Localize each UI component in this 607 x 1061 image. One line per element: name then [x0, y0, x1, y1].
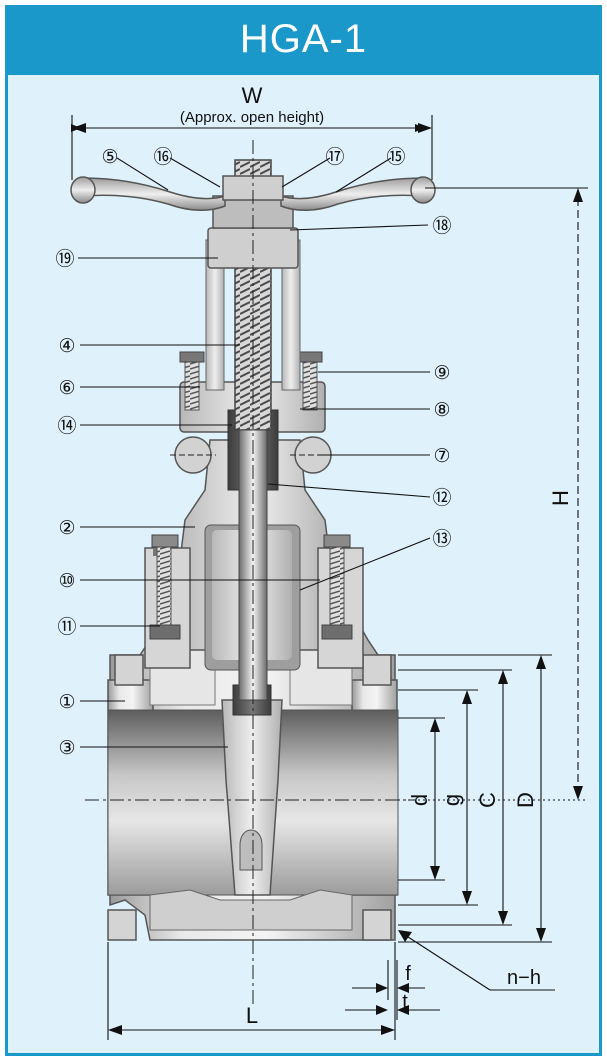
leader-lines [78, 157, 431, 748]
dim-w-note: (Approx. open height) [180, 109, 324, 126]
part-label-9: ⑨ [433, 362, 450, 384]
dim-w-label: W [242, 83, 263, 108]
part-label-1: ① [58, 691, 75, 713]
arrowheads [72, 123, 583, 1035]
part-label-13: ⑬ [432, 528, 451, 550]
part-label-14: ⑭ [57, 415, 76, 437]
part-label-6: ⑥ [58, 377, 75, 399]
part-label-3: ③ [58, 737, 75, 759]
part-label-4: ④ [58, 335, 75, 357]
yoke [205, 195, 301, 391]
dim-d-label: d [407, 794, 432, 806]
part-label-17: ⑰ [325, 146, 344, 168]
dim-g-label: g [439, 794, 464, 806]
bonnet-bolt-left [149, 534, 181, 640]
dim-h-label: H [548, 490, 573, 506]
title-bar: HGA-1 [8, 8, 599, 71]
dim-nh-label: n−h [507, 967, 541, 989]
part-label-7: ⑦ [433, 445, 450, 467]
dim-t-label: t [402, 991, 408, 1013]
part-label-12: ⑫ [432, 487, 451, 509]
part-label-18: ⑱ [432, 215, 451, 237]
handwheel [70, 175, 436, 211]
bonnet-bolt-right [321, 534, 353, 640]
diagram-title: HGA-1 [239, 17, 368, 61]
part-label-11: ⑪ [57, 616, 76, 638]
part-label-16: ⑯ [153, 146, 172, 168]
part-label-5: ⑤ [101, 146, 118, 168]
part-label-15: ⑮ [386, 146, 405, 168]
dim-d-upper-label: D [513, 792, 538, 808]
part-label-2: ② [58, 517, 75, 539]
dim-l-label: L [246, 1003, 258, 1028]
dim-c-label: C [475, 792, 500, 808]
part-label-10: ⑩ [58, 570, 75, 592]
dim-f-label: f [405, 963, 411, 985]
part-label-19: ⑲ [55, 248, 74, 270]
part-label-8: ⑧ [433, 399, 450, 421]
